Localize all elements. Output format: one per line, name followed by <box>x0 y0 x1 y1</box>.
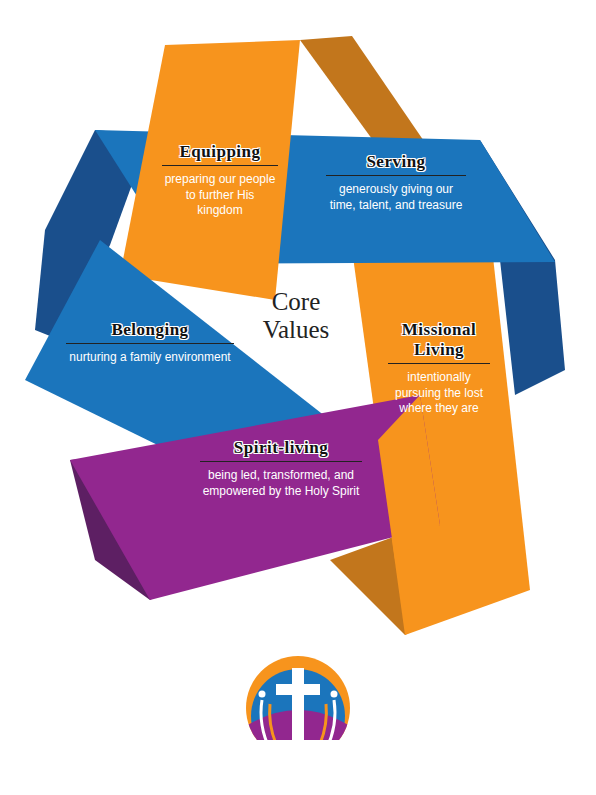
ribbon-overlap <box>378 395 440 560</box>
value-heading: Spirit-living <box>200 438 362 462</box>
center-title: Core Values <box>238 288 354 343</box>
value-heading: Serving <box>326 152 466 176</box>
value-description: intentionally pursuing the lost where th… <box>388 370 490 417</box>
value-description: preparing our people to further His king… <box>162 172 278 219</box>
missional-living-band: Missional Living intentionally pursuing t… <box>384 318 494 419</box>
value-description: generously giving our time, talent, and … <box>326 182 466 213</box>
value-heading: Belonging <box>66 320 234 344</box>
value-description: nurturing a family environment <box>66 350 234 366</box>
logo-emblem <box>240 650 360 770</box>
equipping-band: Equipping preparing our people to further… <box>158 140 282 221</box>
ribbon-fold <box>300 36 430 150</box>
ribbon-band <box>120 40 300 300</box>
value-description: being led, transformed, and empowered by… <box>200 468 362 499</box>
serving-band: Serving generously giving our time, talen… <box>322 150 470 215</box>
value-heading: Equipping <box>162 142 278 166</box>
belonging-band: Belonging nurturing a family environment <box>62 318 238 368</box>
spirit-living-band: Spirit-living being led, transformed, and… <box>196 436 366 501</box>
ribbon-band <box>70 395 440 600</box>
value-heading: Missional Living <box>388 320 490 364</box>
